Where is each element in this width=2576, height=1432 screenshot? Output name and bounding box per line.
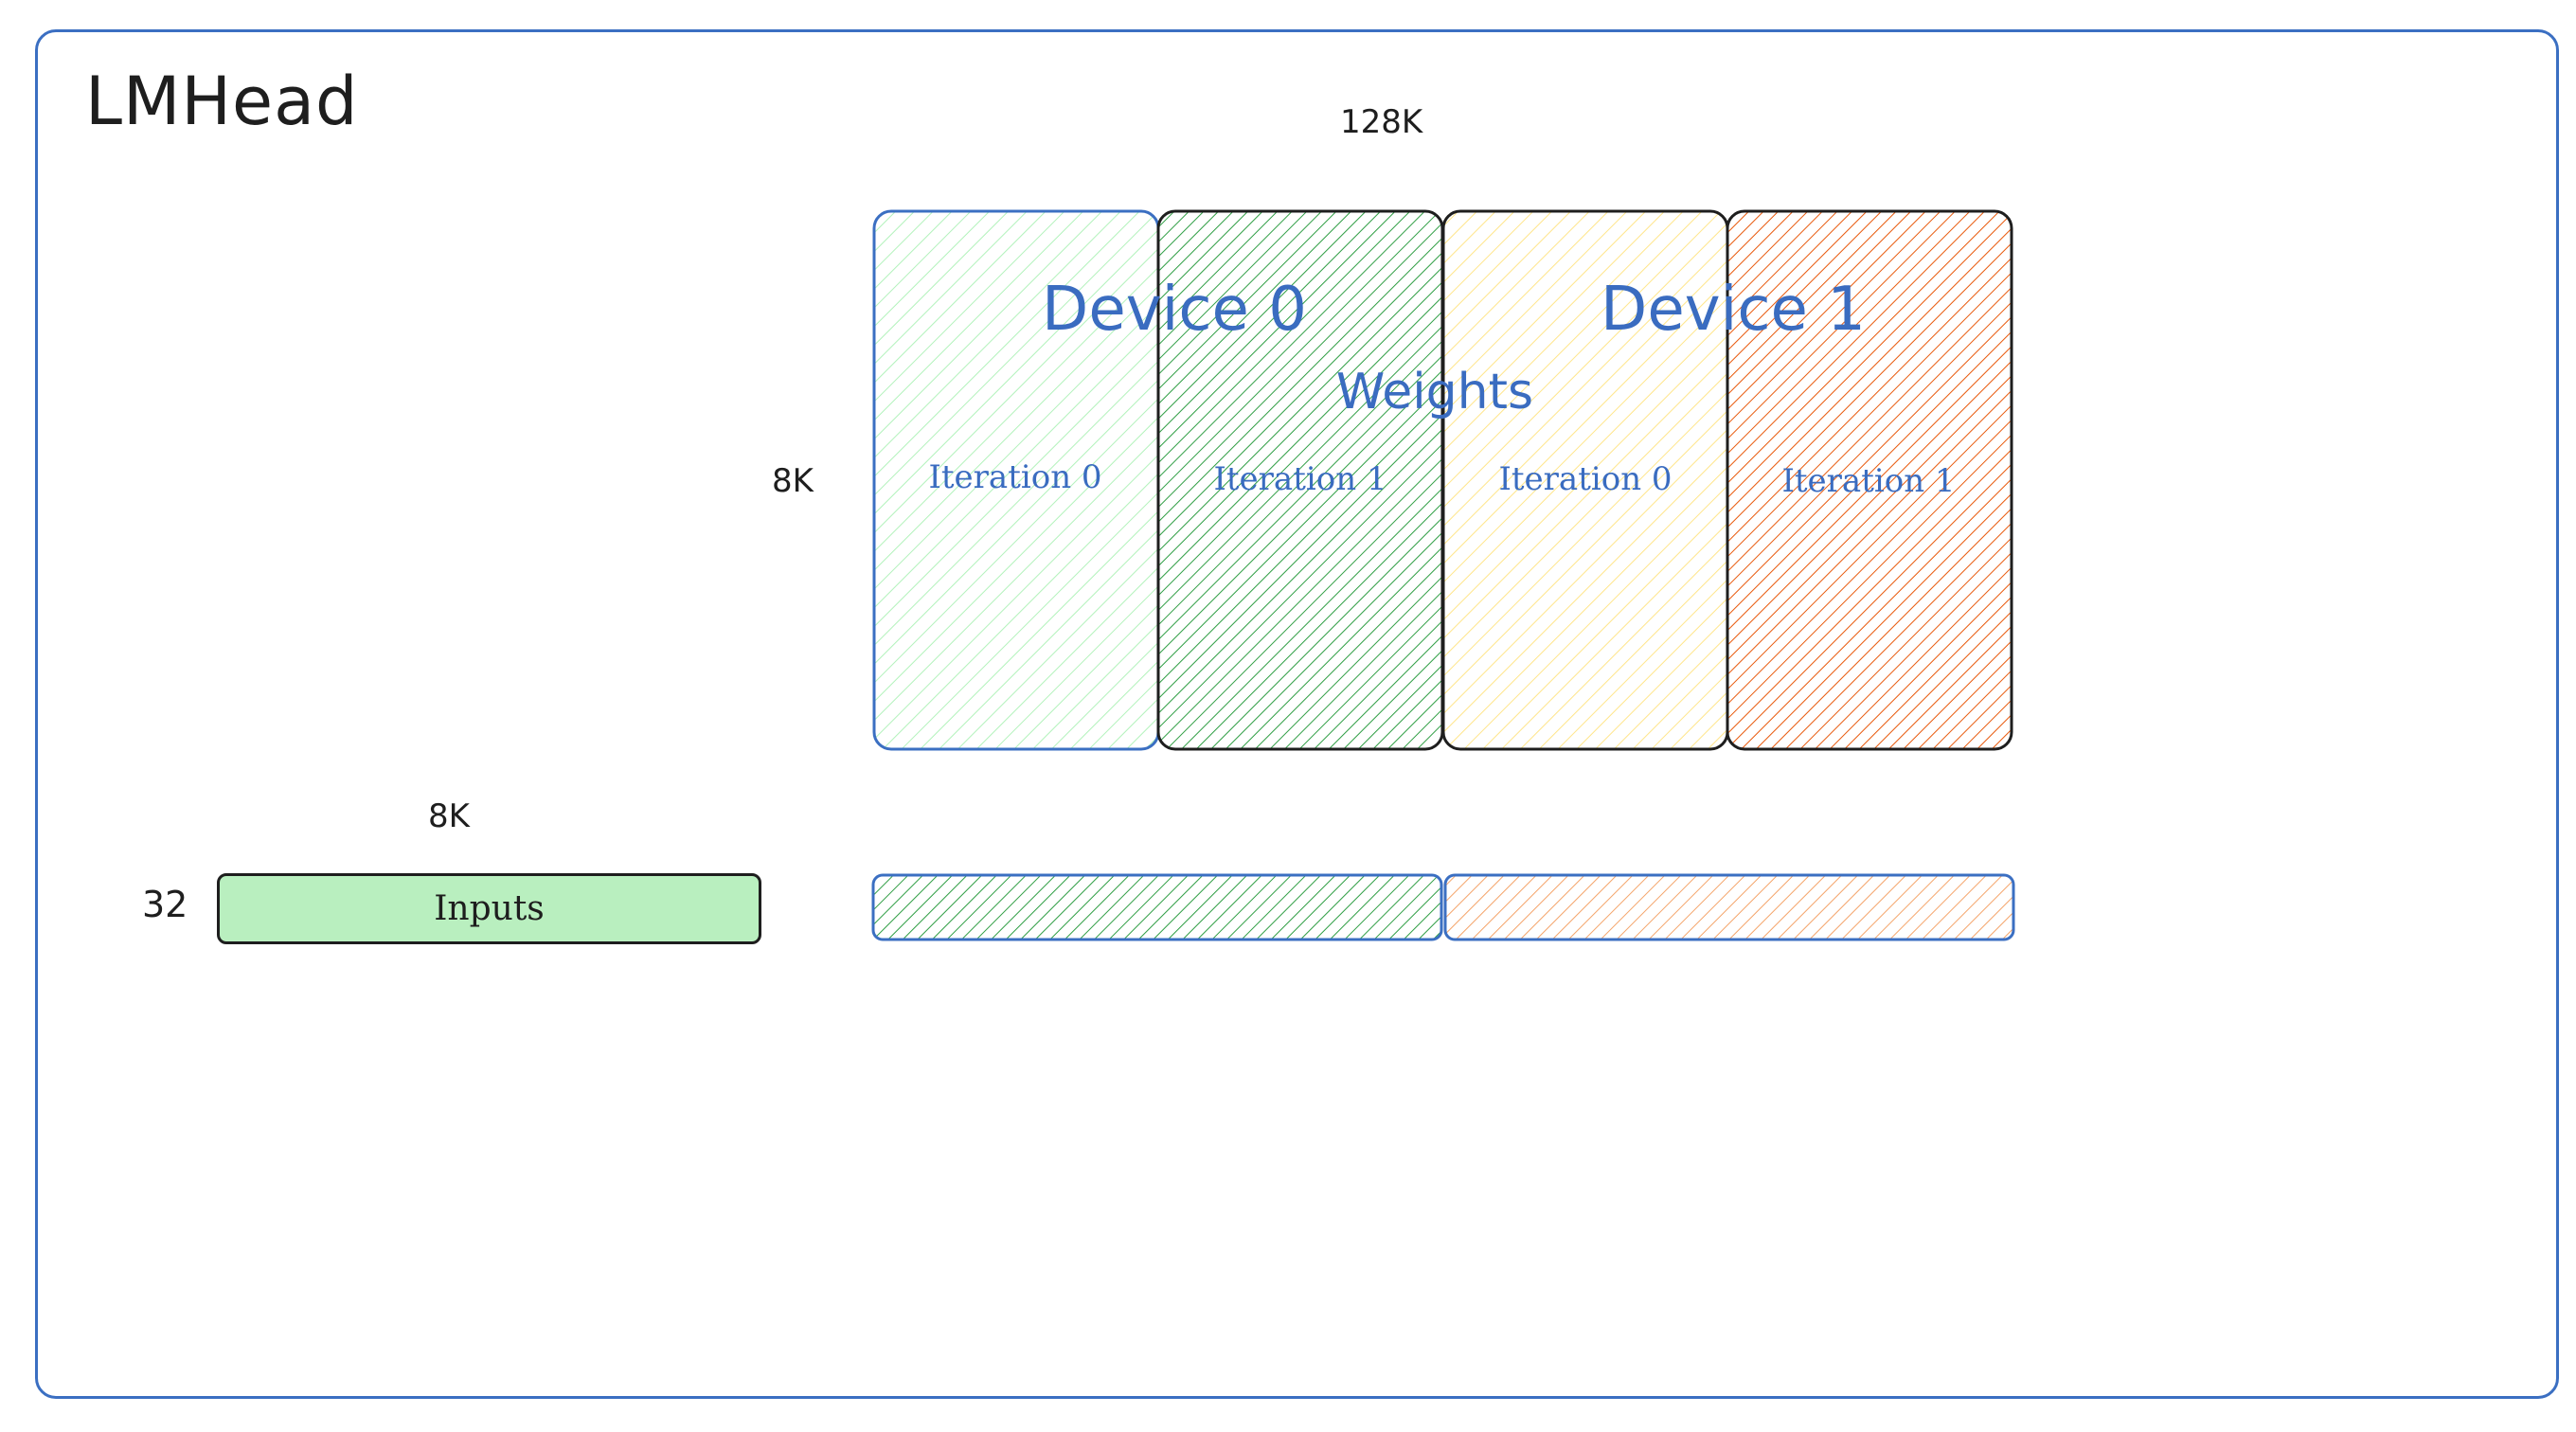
diagram-frame — [35, 29, 2559, 1399]
weights-height-label: 8K — [772, 462, 814, 500]
device0-iteration1-label: Iteration 1 — [1213, 460, 1387, 498]
device1-iteration1-label: Iteration 1 — [1781, 462, 1956, 500]
device1-iteration0-label: Iteration 0 — [1498, 460, 1673, 498]
inputs-label: Inputs — [434, 889, 545, 928]
inputs-width-label: 8K — [428, 797, 470, 835]
device1-iteration1-block — [1726, 209, 2013, 751]
output-device0-block — [871, 873, 1443, 941]
device1-label: Device 1 — [1601, 275, 1866, 345]
inputs-height-label: 32 — [142, 884, 188, 925]
device0-iteration0-label: Iteration 0 — [928, 458, 1102, 496]
weights-label: Weights — [1335, 364, 1534, 421]
output-device1-block — [1443, 873, 2015, 941]
diagram-title: LMHead — [85, 63, 359, 140]
device0-label: Device 0 — [1042, 275, 1307, 345]
inputs-block: Inputs — [217, 873, 761, 944]
weights-width-label: 128K — [1340, 103, 1423, 141]
